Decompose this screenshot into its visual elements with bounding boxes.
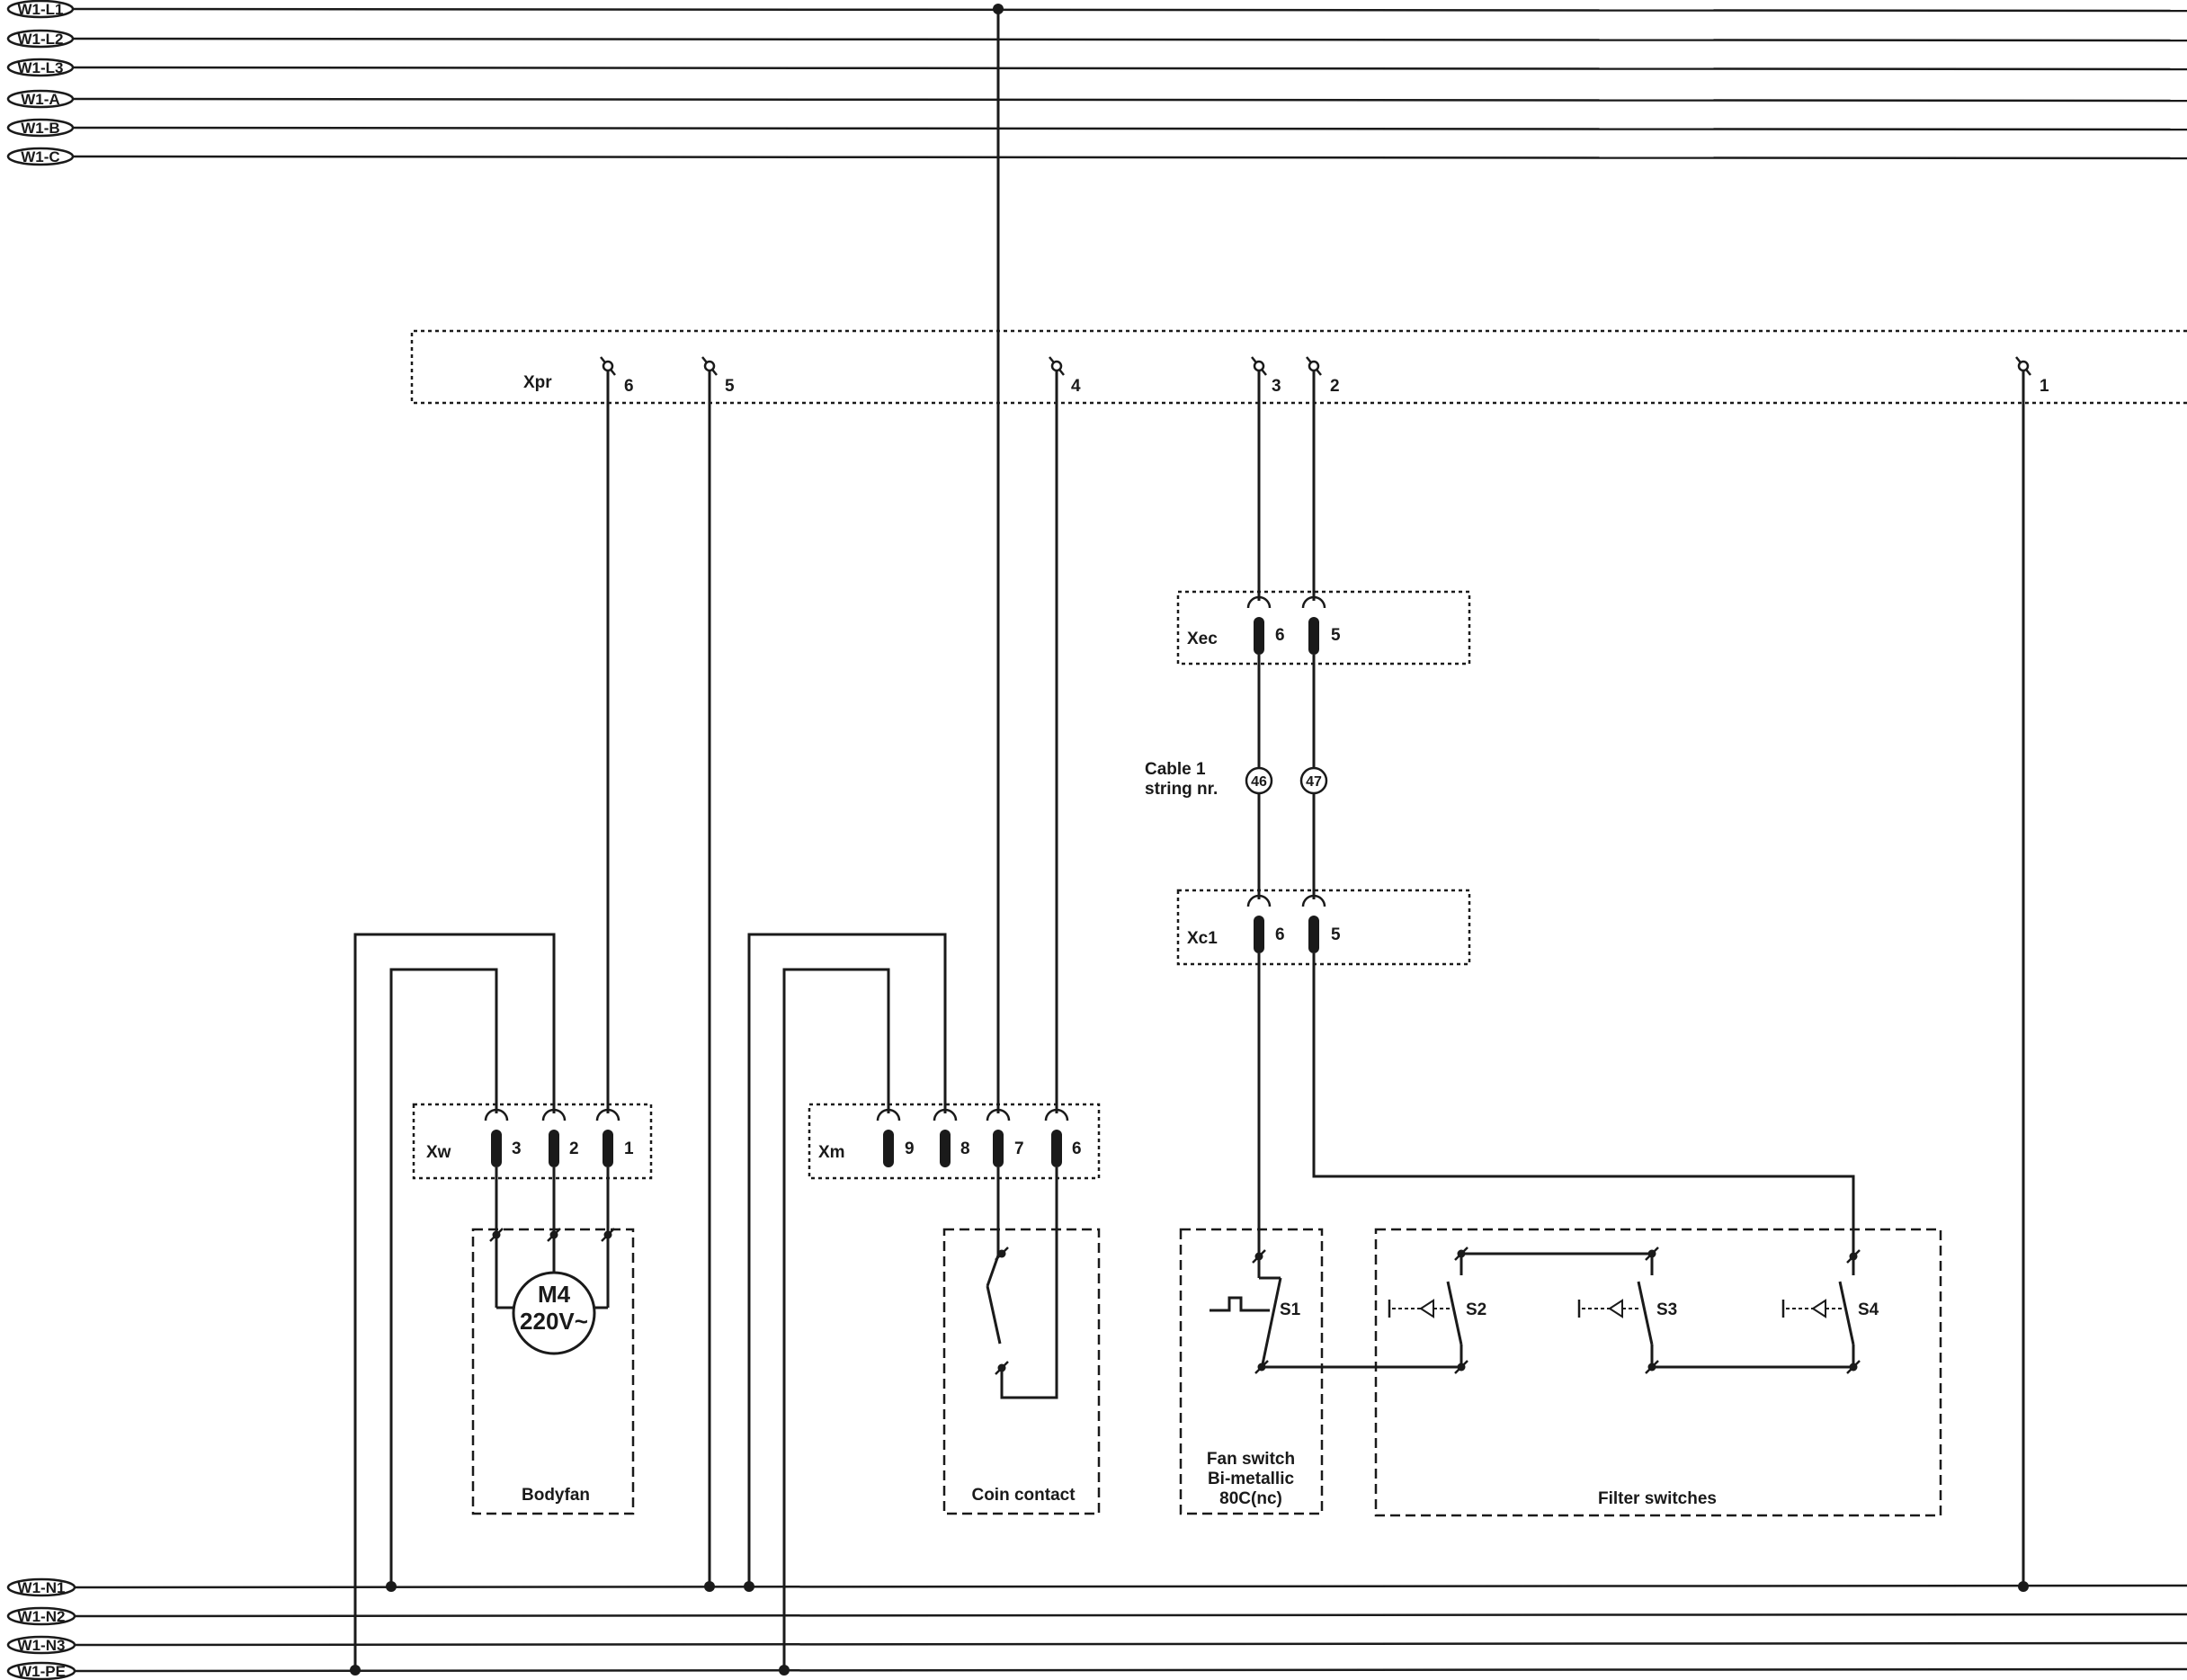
bus-label: W1-N3 xyxy=(18,1637,66,1654)
xpr-terminal-5: 5 xyxy=(701,355,735,396)
terminal-number: 6 xyxy=(624,377,634,396)
pin-number: 6 xyxy=(1275,626,1285,645)
bus-w1-l3: W1-L3 xyxy=(6,58,2187,77)
bus-label: W1-L2 xyxy=(18,31,64,48)
bus-label: W1-N2 xyxy=(18,1608,66,1625)
filter-switches-module: S2 S3 S4 Filter switches xyxy=(1374,1228,1942,1517)
fan-switch-rating: 80C(nc) xyxy=(1219,1489,1282,1508)
s2-label: S2 xyxy=(1466,1300,1486,1319)
string-marker-47: 47 xyxy=(1299,766,1328,795)
xw-pin-3: 3 xyxy=(484,1108,522,1169)
xpr-terminal-1: 1 xyxy=(2014,355,2049,396)
xw-pin-1: 1 xyxy=(595,1108,634,1169)
xpr-terminal-2: 2 xyxy=(1305,355,1340,396)
bus-label: W1-C xyxy=(21,148,59,165)
xpr-terminal-6: 6 xyxy=(599,355,634,396)
xm-pin-6: 6 xyxy=(1044,1108,1082,1169)
xm-pin-9: 9 xyxy=(876,1108,915,1169)
pin-number: 7 xyxy=(1014,1139,1024,1158)
pin-number: 9 xyxy=(905,1139,915,1158)
bus-w1-l1: W1-L1 xyxy=(6,0,2187,19)
bus-label: W1-B xyxy=(21,120,59,137)
string-marker-46: 46 xyxy=(1245,766,1273,795)
xm-label: Xm xyxy=(818,1143,845,1162)
pin-number: 3 xyxy=(512,1139,522,1158)
wires xyxy=(350,4,2029,1676)
switch-s2: S2 xyxy=(1388,1246,1486,1375)
bodyfan-label: Bodyfan xyxy=(522,1486,590,1505)
terminal-number: 4 xyxy=(1071,377,1081,396)
top-buses: W1-L1 W1-L2 W1-L3 W1-A W1-B W1-C xyxy=(6,0,2187,166)
xpr-terminal-4: 4 xyxy=(1048,355,1081,396)
coin-contact-module: Coin contact xyxy=(942,1167,1101,1515)
bus-w1-b: W1-B xyxy=(6,118,2187,138)
motor-voltage: 220V~ xyxy=(520,1308,588,1335)
xm-pin-8: 8 xyxy=(933,1108,970,1169)
bus-w1-n2: W1-N2 xyxy=(6,1606,2187,1626)
xec-pin-5: 5 xyxy=(1301,595,1341,657)
fan-switch-module: S1 Fan switch Bi-metallic 80C(nc) xyxy=(1179,1228,1324,1515)
xm-pin-7: 7 xyxy=(986,1108,1024,1169)
bus-w1-l2: W1-L2 xyxy=(6,29,2187,49)
pin-number: 2 xyxy=(569,1139,579,1158)
bus-label: W1-L3 xyxy=(18,59,64,76)
xpr-terminal-3: 3 xyxy=(1250,355,1281,396)
s4-label: S4 xyxy=(1858,1300,1879,1319)
xc1-connector: Xc1 6 5 xyxy=(1176,889,1471,966)
s1-label: S1 xyxy=(1280,1300,1301,1319)
bottom-buses: W1-N1 W1-N2 W1-N3 W1-PE xyxy=(6,1577,2187,1680)
pin-number: 5 xyxy=(1331,626,1341,645)
xc1-pin-5: 5 xyxy=(1301,894,1341,955)
switch-s4: S4 xyxy=(1781,1248,1879,1375)
bus-label: W1-L1 xyxy=(18,1,64,18)
xec-label: Xec xyxy=(1187,630,1218,648)
xpr-label: Xpr xyxy=(523,373,552,392)
bus-w1-c: W1-C xyxy=(6,147,2187,166)
xpr-terminal-strip: Xpr 6 5 4 3 2 1 xyxy=(410,329,2187,405)
bus-w1-n3: W1-N3 xyxy=(6,1635,2187,1655)
pin-number: 6 xyxy=(1275,925,1285,944)
cable-markers: Cable 1 string nr. 46 47 xyxy=(1145,760,1328,799)
filter-switches-label: Filter switches xyxy=(1598,1489,1717,1508)
fan-switch-type: Bi-metallic xyxy=(1208,1470,1295,1488)
switch-s3: S3 xyxy=(1577,1246,1677,1375)
xec-pin-6: 6 xyxy=(1246,595,1285,657)
cable-label: Cable 1 xyxy=(1145,760,1206,779)
terminal-number: 1 xyxy=(2040,377,2049,396)
pin-number: 5 xyxy=(1331,925,1341,944)
bus-w1-a: W1-A xyxy=(6,89,2187,109)
s3-label: S3 xyxy=(1656,1300,1677,1319)
pin-number: 8 xyxy=(960,1139,970,1158)
terminal-number: 3 xyxy=(1272,377,1281,396)
fan-switch-label: Fan switch xyxy=(1207,1450,1295,1469)
bodyfan-module: M4 220V~ Bodyfan xyxy=(471,1167,635,1515)
terminal-number: 5 xyxy=(725,377,735,396)
coin-contact-label: Coin contact xyxy=(971,1486,1076,1505)
bus-label: W1-PE xyxy=(17,1663,66,1680)
string-number: 47 xyxy=(1306,774,1322,790)
bus-label: W1-N1 xyxy=(18,1579,66,1596)
xw-connector: Xw 3 2 1 xyxy=(412,1103,653,1180)
pin-number: 1 xyxy=(624,1139,634,1158)
motor-m4: M4 220V~ xyxy=(512,1271,596,1355)
xm-connector: Xm 9 8 7 6 xyxy=(808,1103,1101,1180)
xw-label: Xw xyxy=(426,1143,451,1162)
terminal-number: 2 xyxy=(1330,377,1340,396)
xec-connector: Xec 6 5 xyxy=(1176,590,1471,666)
xc1-pin-6: 6 xyxy=(1246,894,1285,955)
string-number: 46 xyxy=(1251,774,1267,790)
bus-w1-pe: W1-PE xyxy=(6,1661,2187,1680)
motor-id: M4 xyxy=(538,1281,571,1308)
xw-pin-2: 2 xyxy=(541,1108,579,1169)
cable-sublabel: string nr. xyxy=(1145,780,1218,799)
bus-label: W1-A xyxy=(21,91,59,108)
pin-number: 6 xyxy=(1072,1139,1082,1158)
bus-w1-n1: W1-N1 xyxy=(6,1577,2187,1597)
xc1-label: Xc1 xyxy=(1187,929,1218,948)
